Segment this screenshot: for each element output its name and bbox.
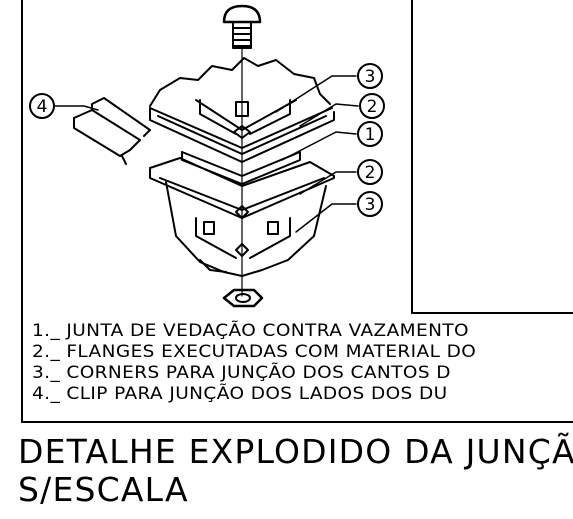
legend-item-4: 4._ CLIP PARA JUNÇÃO DOS LADOS DOS DU bbox=[32, 384, 448, 404]
callout-1: 1 bbox=[365, 125, 376, 145]
drawing-frame bbox=[21, 0, 573, 423]
bolt bbox=[222, 4, 262, 49]
nut bbox=[222, 288, 264, 308]
lower-corner-piece bbox=[165, 181, 327, 277]
callout-3-lower: 3 bbox=[365, 195, 376, 215]
upper-corner-piece bbox=[149, 57, 331, 135]
legend-item-1: 1._ JUNTA DE VEDAÇÃO CONTRA VAZAMENTO bbox=[32, 321, 469, 341]
callout-2-upper-circle bbox=[359, 93, 385, 119]
lower-flange bbox=[149, 157, 335, 219]
callout-3-upper-circle bbox=[357, 63, 383, 89]
clip-piece bbox=[73, 97, 151, 165]
legend-item-3: 3._ CORNERS PARA JUNÇÃO DOS CANTOS D bbox=[32, 363, 451, 383]
callout-4-circle bbox=[29, 93, 55, 119]
callout-2-lower-circle bbox=[357, 159, 383, 185]
legend-item-2: 2._ FLANGES EXECUTADAS COM MATERIAL DO bbox=[32, 342, 477, 362]
upper-flange bbox=[149, 107, 335, 163]
scale-note: S/ESCALA bbox=[18, 470, 189, 509]
callout-2-lower: 2 bbox=[365, 163, 376, 183]
callout-3-upper: 3 bbox=[365, 67, 376, 87]
callout-3-lower-circle bbox=[357, 191, 383, 217]
leader-lines bbox=[53, 75, 359, 233]
callout-4: 4 bbox=[37, 97, 48, 117]
callout-2-upper: 2 bbox=[367, 97, 378, 117]
callout-1-circle bbox=[357, 121, 383, 147]
gasket bbox=[181, 151, 301, 185]
detail-title: DETALHE EXPLODIDO DA JUNÇÃ bbox=[18, 432, 573, 471]
